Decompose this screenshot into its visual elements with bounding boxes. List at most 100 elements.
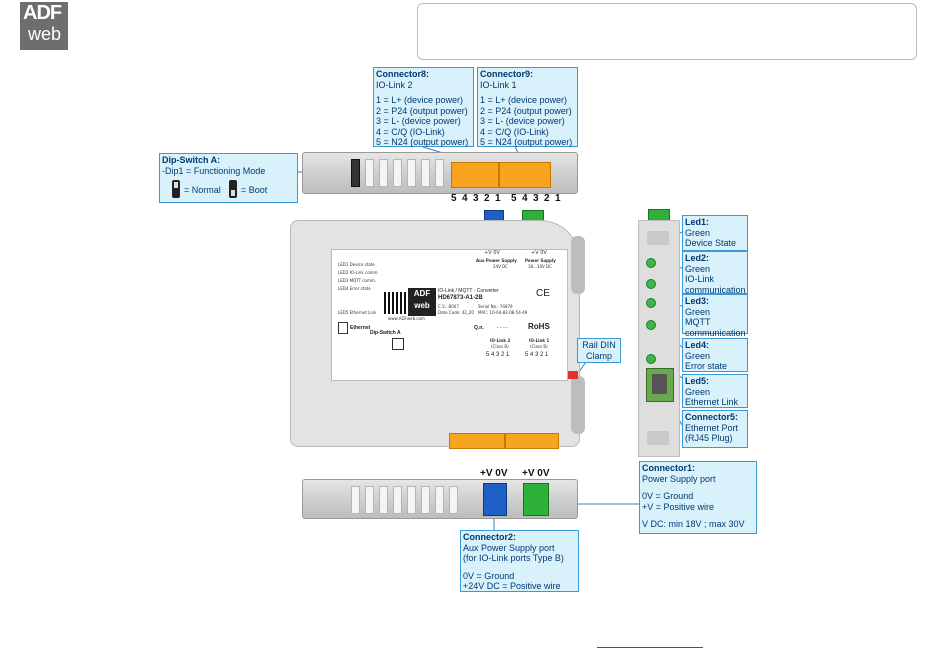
cs-code: C.S.: B007 — [438, 304, 459, 309]
rohs-mark: RoHS — [528, 322, 550, 331]
connector8-line: 3 = L- (device power) — [376, 116, 461, 126]
connector1-sub: Power Supply port — [642, 473, 716, 484]
led1-callout: Led1: Green Device State — [682, 215, 748, 251]
connector2-sub2: (for IO-Link ports Type B) — [463, 553, 564, 563]
rail-din-callout: Rail DIN Clamp — [577, 338, 621, 363]
connector1-terminal — [523, 483, 549, 516]
connector1-callout: Connector1: Power Supply port 0V = Groun… — [639, 461, 757, 534]
dip-switch — [351, 159, 360, 187]
ce-mark: CE — [536, 288, 550, 299]
dip-icon — [392, 338, 404, 350]
product-name: IO-Link / MQTT - Converter — [438, 288, 499, 294]
led3-color: Green — [685, 306, 711, 317]
bottom-power-label: +V 0V — [522, 468, 550, 479]
rail-sub: Clamp — [585, 350, 612, 361]
dipswitch-line1: -Dip1 = Functioning Mode — [162, 165, 266, 176]
led3-icon — [646, 298, 656, 308]
connector8-callout: Connector8: IO-Link 2 1 = L+ (device pow… — [373, 67, 474, 147]
connector9-terminal — [499, 162, 551, 188]
connector2-sub1: Aux Power Supply port — [463, 542, 555, 553]
connector8-line: 4 = C/Q (IO-Link) — [376, 126, 445, 137]
connector9-line: 2 = P24 (output power) — [480, 105, 572, 116]
vent — [365, 486, 374, 514]
serial-number: Serial No.: 74879 — [478, 304, 513, 309]
power-voltage-label: +V 0V — [531, 250, 547, 256]
dip-normal-label: = Normal — [184, 185, 221, 195]
rj45-socket — [652, 374, 667, 394]
connector1-title: Connector1: — [642, 463, 696, 473]
led3-desc2: communication — [685, 327, 746, 338]
led1-color: Green — [685, 227, 711, 238]
connector9-subtitle: IO-Link 1 — [480, 79, 517, 90]
connector9-line: 1 = L+ (device power) — [480, 95, 568, 105]
led5-title: Led5: — [685, 376, 710, 386]
led-label: LED5 Ethernet Link — [338, 310, 377, 315]
pin-number: 4 — [522, 193, 528, 204]
logo-text-1: ADF — [23, 2, 62, 24]
device-front: LED1 Device state LED2 IO-Link comm. LED… — [290, 220, 585, 447]
bottom-aux-label: +V 0V — [480, 468, 508, 479]
bottom-view — [302, 479, 578, 519]
led-label: LED4 Error state — [338, 286, 371, 291]
class-b-label: (Class B) — [491, 344, 509, 349]
power-spec: 18...30V DC — [528, 264, 552, 269]
vent — [435, 159, 444, 187]
top-view — [302, 152, 578, 194]
io-link-1-label: IO-Link 1 — [529, 338, 550, 343]
device-side — [638, 220, 680, 457]
led1-icon — [646, 258, 656, 268]
vent — [351, 486, 360, 514]
pin-number: 4 — [462, 193, 468, 204]
connector8-subtitle: IO-Link 2 — [376, 79, 413, 90]
led5-callout: Led5: Green Ethernet Link — [682, 374, 748, 408]
adfweb-logo: ADF web — [20, 2, 68, 50]
led4-title: Led4: — [685, 340, 710, 350]
rail-clamp-icon — [568, 371, 578, 379]
top-pin-numbers: 5 4 3 2 1 5 4 3 2 1 — [451, 193, 577, 205]
connector5-l2: (RJ45 Plug) — [685, 433, 733, 443]
connector1-l3: V DC: min 18V ; max 30V — [642, 519, 745, 529]
vent — [421, 159, 430, 187]
pin-number: 3 — [473, 193, 479, 204]
led1-desc: Device State — [685, 238, 737, 248]
connector8-terminal — [451, 162, 499, 188]
vent — [393, 159, 402, 187]
aux-power-spec: 24V DC — [493, 264, 508, 269]
footer-link-underline[interactable] — [597, 647, 703, 648]
pin-number: 5 — [511, 193, 517, 204]
led2-desc2: communication — [685, 284, 746, 295]
small-logo-1: ADF — [413, 289, 431, 298]
io-link-2-pins: 5 4 3 2 1 — [486, 352, 510, 358]
led3-callout: Led3: Green MQTT communication — [682, 294, 748, 338]
connector9-line: 4 = C/Q (IO-Link) — [480, 126, 549, 137]
dip-normal-icon — [172, 180, 180, 198]
io-link-2-label: IO-Link 2 — [490, 338, 511, 343]
led1-title: Led1: — [685, 217, 710, 227]
connector2-l1: 0V = Ground — [463, 570, 515, 581]
vent — [393, 486, 402, 514]
led4-icon — [646, 320, 656, 330]
connector9-line: 3 = L- (device power) — [480, 116, 565, 126]
side-notch — [571, 236, 585, 294]
vent — [379, 486, 388, 514]
led2-title: Led2: — [685, 253, 710, 263]
dip-label: Dip-Switch A — [370, 330, 401, 336]
connector1-l1: 0V = Ground — [642, 491, 694, 501]
led5-desc: Ethernet Link — [685, 397, 739, 407]
front-terminal-9 — [505, 433, 559, 449]
led3-desc: MQTT — [685, 317, 711, 327]
header-box — [417, 3, 917, 60]
connector9-title: Connector9: — [480, 69, 534, 79]
pin-number: 2 — [484, 193, 490, 204]
rj45-port-icon — [646, 368, 674, 402]
led4-desc: Error state — [685, 361, 728, 371]
pin-number: 1 — [495, 193, 501, 204]
pin-number: 2 — [544, 193, 550, 204]
dipswitch-title: Dip-Switch A: — [162, 155, 221, 165]
io-link-1-pins: 5 4 3 2 1 — [525, 352, 549, 358]
connector8-line: 5 = N24 (output power) — [376, 137, 469, 147]
led5-icon — [646, 354, 656, 364]
qn-dashes: - - - - — [497, 325, 508, 331]
led-label: LED1 Device state — [338, 262, 375, 267]
